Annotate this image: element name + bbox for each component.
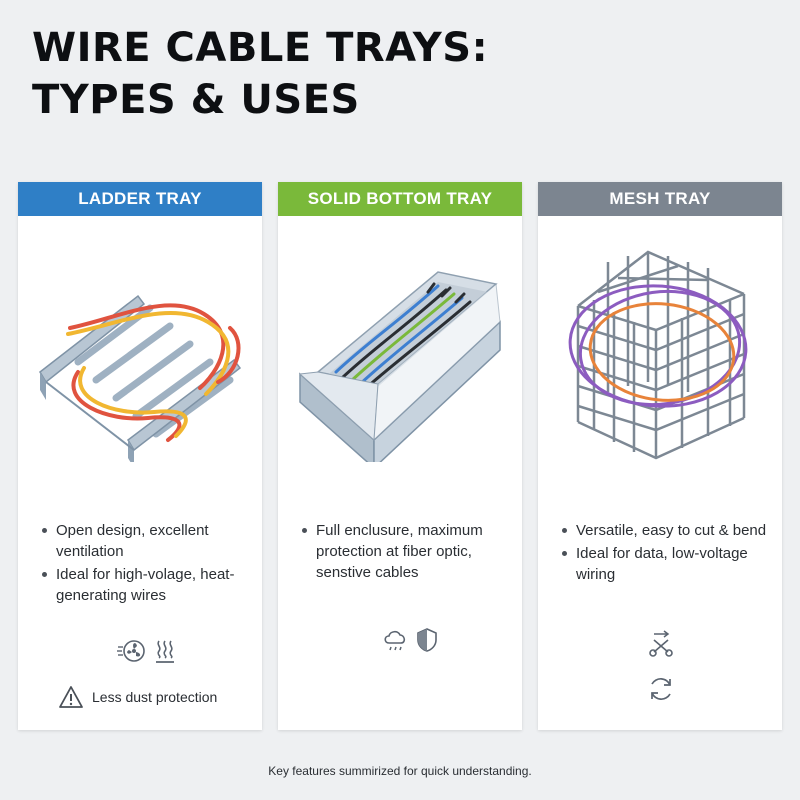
page-title: WIRE CABLE TRAYS: TYPES & USES bbox=[32, 22, 488, 126]
cloud-rain-icon bbox=[384, 630, 406, 651]
card-ladder-tray: LADDER TRAY bbox=[18, 182, 262, 730]
mesh-icon-refresh bbox=[646, 674, 676, 704]
scissors-icon bbox=[649, 630, 673, 657]
refresh-icon bbox=[651, 677, 671, 701]
mesh-icon-scissors bbox=[648, 630, 674, 658]
ladder-note: Less dust protection bbox=[58, 685, 217, 709]
footer-caption: Key features summirized for quick unders… bbox=[268, 764, 532, 778]
list-item: Open design, excellent ventilation bbox=[40, 520, 252, 562]
title-line-2: TYPES & USES bbox=[32, 77, 360, 123]
ladder-tray-svg bbox=[39, 294, 242, 462]
title-line-1: WIRE CABLE TRAYS: bbox=[32, 25, 489, 71]
shield-icon bbox=[417, 628, 437, 652]
card-header-solid: SOLID BOTTOM TRAY bbox=[278, 182, 522, 216]
card-solid-bottom-tray: SOLID BOTTOM TRAY Full enclusure, maxim bbox=[278, 182, 522, 730]
ladder-note-text: Less dust protection bbox=[92, 689, 218, 705]
solid-icons bbox=[382, 626, 438, 654]
list-item: Ideal for high-volage, heat-generating w… bbox=[40, 564, 252, 606]
card-header-ladder: LADDER TRAY bbox=[18, 182, 262, 216]
fan-icon bbox=[117, 640, 145, 662]
mesh-tray-svg bbox=[568, 250, 748, 460]
solid-tray-svg bbox=[298, 271, 501, 462]
ladder-bullets: Open design, excellent ventilation Ideal… bbox=[40, 520, 252, 608]
list-item: Full enclusure, maximum protection at fi… bbox=[300, 520, 512, 583]
mesh-bullets: Versatile, easy to cut & bend Ideal for … bbox=[560, 520, 772, 587]
solid-tray-illustration bbox=[278, 222, 522, 462]
list-item: Versatile, easy to cut & bend bbox=[560, 520, 772, 541]
list-item: Ideal for data, low-voltage wiring bbox=[560, 543, 772, 585]
warning-icon bbox=[59, 686, 83, 708]
ladder-tray-illustration bbox=[18, 222, 262, 462]
heat-waves-icon bbox=[156, 640, 174, 663]
card-mesh-tray: MESH TRAY bbox=[538, 182, 782, 730]
ladder-icons bbox=[116, 638, 176, 664]
card-header-mesh: MESH TRAY bbox=[538, 182, 782, 216]
solid-bullets: Full enclusure, maximum protection at fi… bbox=[300, 520, 512, 585]
mesh-tray-illustration bbox=[538, 222, 782, 462]
